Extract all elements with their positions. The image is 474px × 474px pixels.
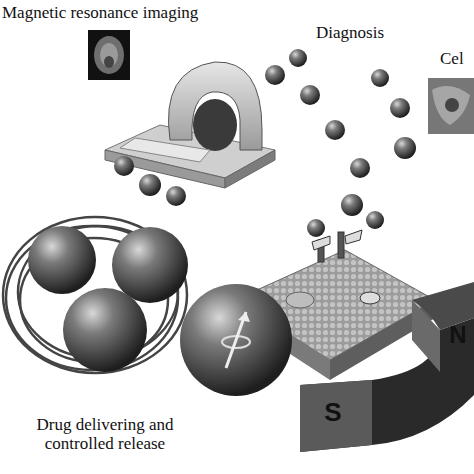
drug-carrier-coil [3, 217, 187, 373]
cell-image [428, 78, 474, 134]
pole-letter: N [444, 322, 472, 348]
mri-scanner [105, 62, 275, 188]
magnetic-particle [180, 284, 292, 396]
caption-label: Cel [440, 50, 474, 69]
nanoparticles [114, 49, 416, 237]
caption-label: Drug delivering and controlled release [10, 416, 200, 453]
drug-carriers [28, 226, 188, 372]
pole-letter: S [318, 398, 348, 427]
mri-image [88, 30, 130, 80]
caption-label: Diagnosis [316, 24, 416, 43]
caption-label: Magnetic resonance imaging [2, 4, 232, 23]
horseshoe-magnet [300, 282, 474, 452]
